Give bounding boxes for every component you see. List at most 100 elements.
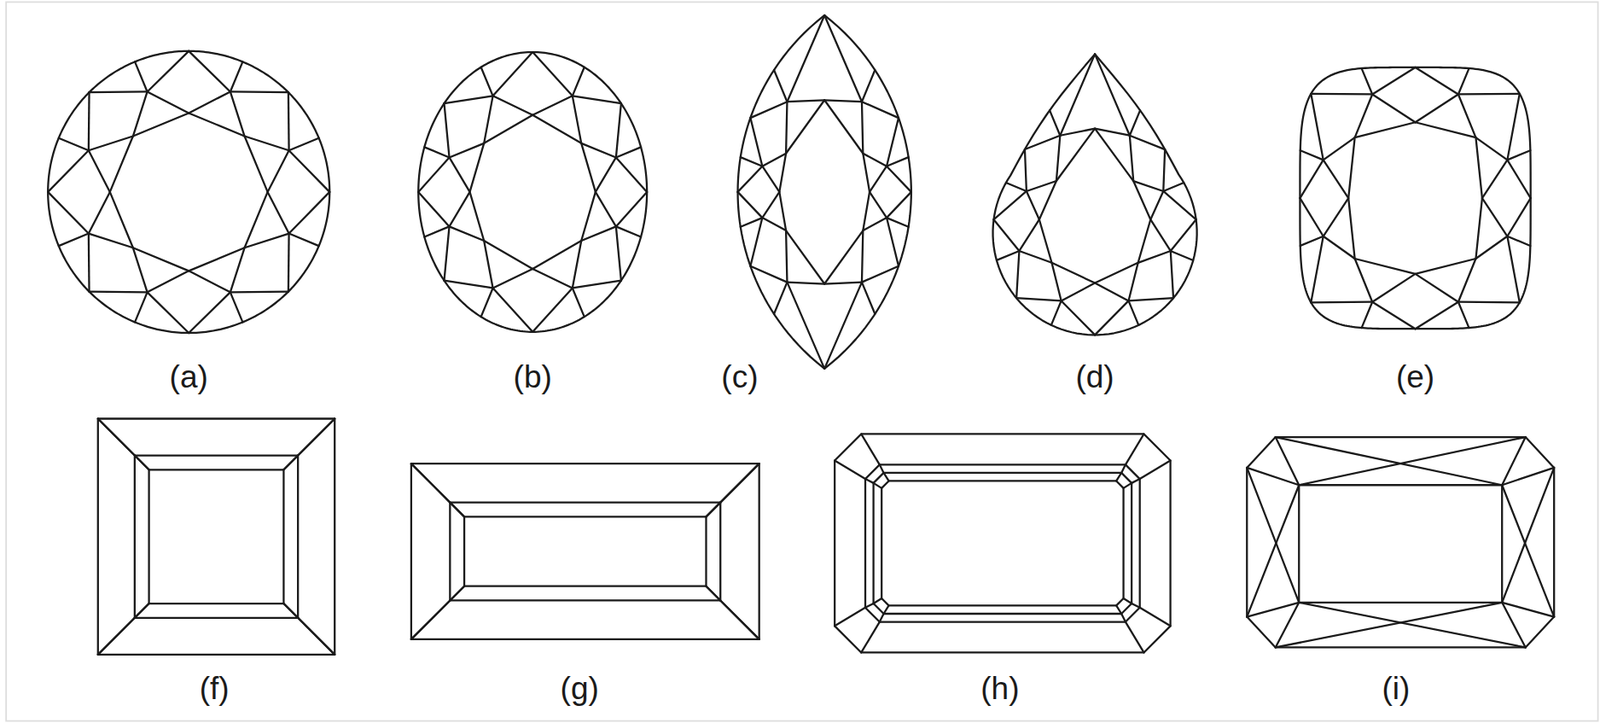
girdle-outline (418, 52, 647, 332)
facet-line (1501, 602, 1526, 648)
facet-line (886, 117, 899, 167)
facet-line (1129, 110, 1141, 135)
facet-line (1506, 150, 1531, 160)
facet-line (1163, 149, 1165, 192)
facet-line (773, 69, 787, 102)
facet-line (705, 586, 721, 601)
facet-line (297, 418, 335, 455)
facet-line (862, 153, 887, 167)
facet-line (1094, 300, 1129, 335)
table-facet (1039, 128, 1151, 284)
facet-line (230, 91, 245, 136)
facet-line (616, 192, 647, 227)
girdle-outline (1299, 67, 1531, 329)
facet-line (1299, 159, 1323, 198)
facet-line (785, 230, 787, 283)
figure-label: (i) (1381, 671, 1410, 707)
facet-line (88, 192, 111, 234)
facet-line (411, 599, 450, 639)
facet-line (834, 460, 866, 480)
facet-line (444, 280, 494, 289)
step-facet (464, 516, 706, 586)
girdle-outline (834, 433, 1170, 652)
facet-line (1310, 93, 1373, 96)
facet-line (134, 603, 150, 618)
facet-line (283, 603, 298, 618)
facet-line (1150, 219, 1170, 251)
facet-line (786, 282, 825, 285)
facet-line (750, 101, 787, 118)
facet-line (1458, 302, 1470, 328)
facet-line (1361, 68, 1374, 94)
facet-line (869, 192, 887, 218)
facet-line (1059, 53, 1095, 135)
facet-line (994, 219, 1020, 251)
facet-line (740, 217, 763, 227)
facet-line (1061, 300, 1095, 335)
facet-line (1125, 622, 1145, 653)
figure-label: (g) (560, 671, 600, 707)
facet-line (147, 270, 190, 292)
facet-line (1052, 262, 1062, 302)
facet-line (824, 99, 862, 102)
facet-line (481, 287, 494, 317)
facet-line (481, 67, 494, 97)
facet-line (705, 586, 721, 601)
facet-line (1061, 283, 1095, 302)
facet-line (493, 268, 534, 288)
facet-line (994, 191, 1027, 220)
facet-line (1026, 191, 1040, 220)
facet-line (1163, 191, 1196, 220)
facet-line (824, 282, 862, 369)
facet-line (424, 146, 449, 158)
facet-line (134, 603, 150, 618)
facet-line (1140, 607, 1171, 627)
facet-line (1482, 159, 1507, 198)
facet-line (89, 90, 148, 94)
step-facet (449, 502, 721, 601)
facet-line (98, 617, 135, 655)
step-facet (865, 464, 1141, 622)
facet-line (449, 586, 465, 601)
facet-line (134, 61, 148, 92)
facet-line (861, 230, 863, 283)
figure-label: (a) (169, 360, 209, 396)
facet-line (572, 287, 585, 317)
facet-line (1170, 250, 1193, 261)
facet-line (1170, 219, 1197, 251)
girdle-outline (411, 463, 760, 640)
facet-line (886, 166, 912, 192)
facet-line (483, 240, 493, 289)
facet-line (188, 91, 231, 113)
facet-line (483, 95, 493, 144)
facet-line (1094, 53, 1130, 135)
facet-line (98, 418, 135, 455)
facet-line (283, 455, 298, 471)
facet-line (572, 67, 585, 97)
facet-line (786, 282, 825, 369)
facet-line (1506, 236, 1531, 246)
facet-line (297, 617, 335, 655)
figure-label: (h) (980, 671, 1019, 707)
facet-line (1310, 93, 1323, 161)
facet-line (1300, 236, 1324, 246)
facet-line (762, 166, 780, 192)
facet-line (572, 95, 582, 144)
facet-line (532, 287, 573, 332)
facet-line (1501, 602, 1554, 617)
facet-line (1355, 258, 1374, 303)
facet-line (87, 233, 91, 292)
facet-line (762, 217, 786, 231)
facet-line (1116, 605, 1122, 614)
facet-line (1298, 602, 1525, 648)
step-facet (149, 469, 285, 604)
facet-line (98, 617, 135, 655)
facet-line (244, 233, 290, 249)
step-facet (134, 455, 298, 618)
facet-line (532, 52, 573, 96)
facet-line (147, 51, 190, 93)
facet-line (1129, 135, 1165, 150)
facet-line (267, 150, 290, 192)
facet-line (134, 455, 150, 471)
